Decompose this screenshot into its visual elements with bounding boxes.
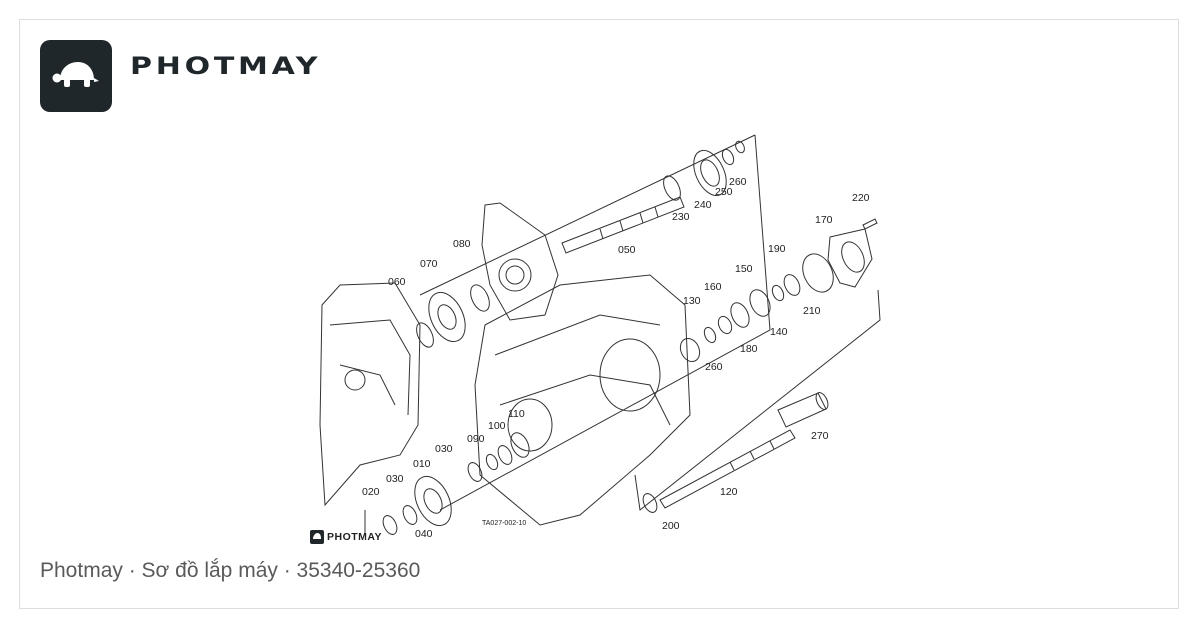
label-220: 220 bbox=[852, 192, 870, 204]
label-270: 270 bbox=[811, 430, 829, 442]
label-180: 180 bbox=[740, 343, 758, 355]
label-150: 150 bbox=[735, 263, 753, 275]
shaft-050 bbox=[561, 196, 685, 254]
front-cover bbox=[481, 202, 559, 321]
label-170: 170 bbox=[815, 214, 833, 226]
label-100: 100 bbox=[488, 420, 506, 432]
label-120: 120 bbox=[720, 486, 738, 498]
label-080: 080 bbox=[453, 238, 471, 250]
label-020: 020 bbox=[362, 486, 380, 498]
brand-name[interactable]: PHOTMAY bbox=[130, 52, 322, 80]
turtle-icon bbox=[52, 62, 99, 87]
content-card bbox=[19, 19, 1179, 609]
callout-labels: 010 020 030 030 040 050 060 070 080 090 … bbox=[362, 176, 870, 540]
gearbox-housing bbox=[319, 282, 421, 507]
diagram-watermark: PHOTMAY bbox=[310, 530, 382, 544]
label-050: 050 bbox=[618, 244, 636, 256]
label-250: 250 bbox=[715, 186, 733, 198]
label-260a: 260 bbox=[729, 176, 747, 188]
label-200: 200 bbox=[662, 520, 680, 532]
label-070: 070 bbox=[420, 258, 438, 270]
label-230: 230 bbox=[672, 211, 690, 223]
exploded-parts-diagram: 010 020 030 030 040 050 060 070 080 090 … bbox=[310, 134, 881, 544]
caption-text: Photmay · Sơ đồ lắp máy · 35340-25360 bbox=[40, 559, 421, 582]
label-060: 060 bbox=[388, 276, 406, 288]
label-160: 160 bbox=[704, 281, 722, 293]
svg-text:PHOTMAY: PHOTMAY bbox=[327, 531, 382, 543]
brand-logo[interactable] bbox=[40, 40, 112, 112]
label-030b: 030 bbox=[435, 443, 453, 455]
label-010: 010 bbox=[413, 458, 431, 470]
label-030a: 030 bbox=[386, 473, 404, 485]
drawing-code: TA027-002-10 bbox=[482, 520, 526, 527]
label-210: 210 bbox=[803, 305, 821, 317]
label-140: 140 bbox=[770, 326, 788, 338]
shaft-120 bbox=[659, 429, 796, 509]
label-240: 240 bbox=[694, 199, 712, 211]
label-130: 130 bbox=[683, 295, 701, 307]
label-090: 090 bbox=[467, 433, 485, 445]
label-040: 040 bbox=[415, 528, 433, 540]
label-260b: 260 bbox=[705, 361, 723, 373]
label-110: 110 bbox=[508, 408, 525, 420]
label-190: 190 bbox=[768, 243, 786, 255]
sleeve-270 bbox=[777, 392, 827, 428]
bearing-housing-170 bbox=[827, 228, 873, 288]
transmission-case bbox=[474, 274, 691, 526]
